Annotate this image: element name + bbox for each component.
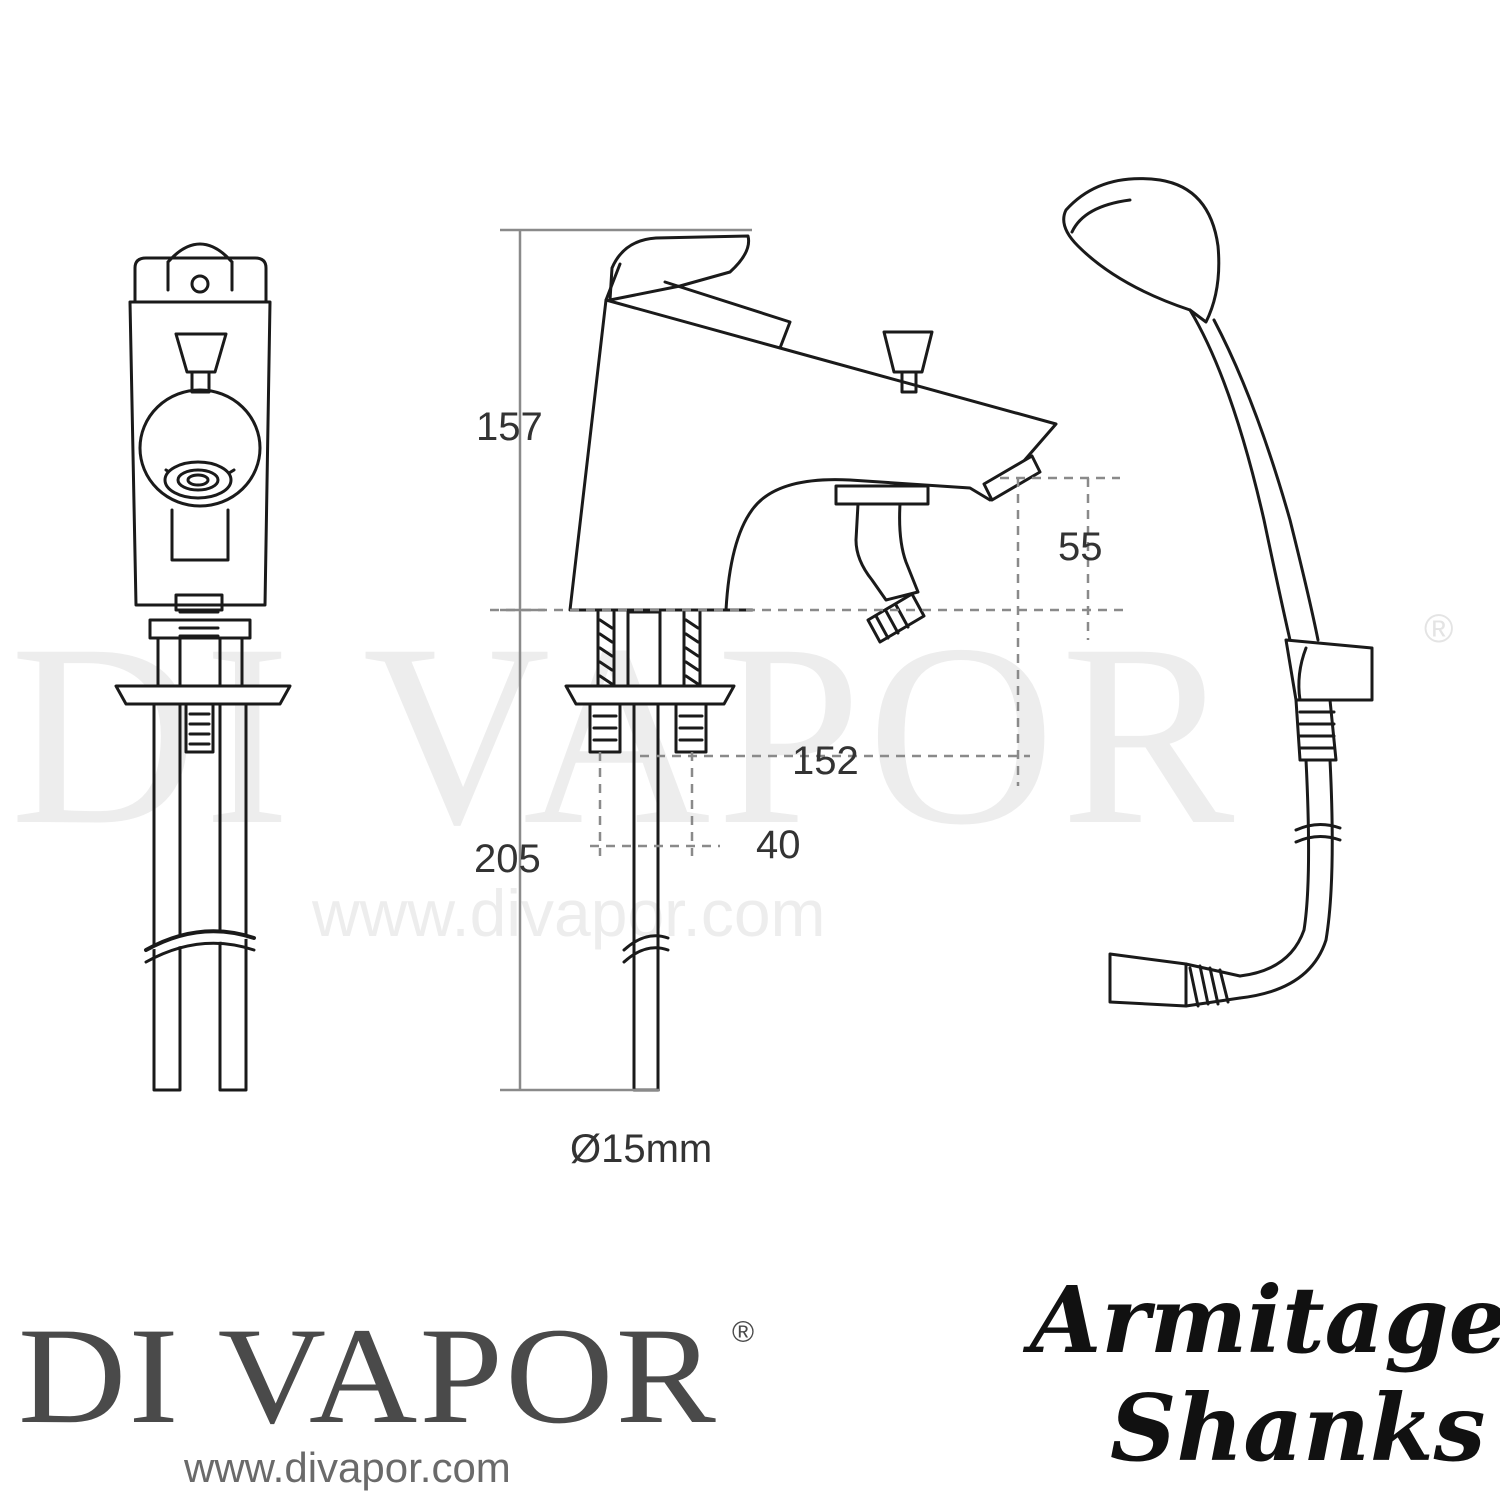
- logo-name: DI VAPOR: [18, 1299, 718, 1452]
- logo-url: www.divapor.com: [183, 1444, 511, 1491]
- dimension-height-label: 157: [476, 405, 543, 449]
- dimension-labels: 157 55 152 205 40 Ø15mm: [474, 405, 1103, 1171]
- shower-handset: [1062, 177, 1374, 1008]
- watermark: DI VAPOR ® www.divapor.com: [10, 591, 1453, 950]
- logo-registered-mark: ®: [732, 1316, 754, 1349]
- dimension-clearance-label: 55: [1058, 525, 1103, 569]
- brand-logo: Armitage Shanks: [1022, 1266, 1500, 1482]
- dimension-tail-length-label: 205: [474, 837, 541, 881]
- brand-name-line2: Shanks: [1110, 1374, 1485, 1482]
- brand-name-line1: Armitage: [1022, 1266, 1500, 1374]
- dimension-projection-label: 152: [792, 739, 859, 783]
- footer-logo: DI VAPOR ® www.divapor.com: [18, 1299, 754, 1491]
- dimension-tail-diameter-label: Ø15mm: [570, 1127, 712, 1171]
- watermark-registered-mark: ®: [1424, 607, 1453, 651]
- dimension-tail-centres-label: 40: [756, 823, 801, 867]
- watermark-url: www.divapor.com: [311, 876, 826, 950]
- tap-front-view: [114, 242, 292, 1092]
- dimension-lines: [490, 228, 1130, 1092]
